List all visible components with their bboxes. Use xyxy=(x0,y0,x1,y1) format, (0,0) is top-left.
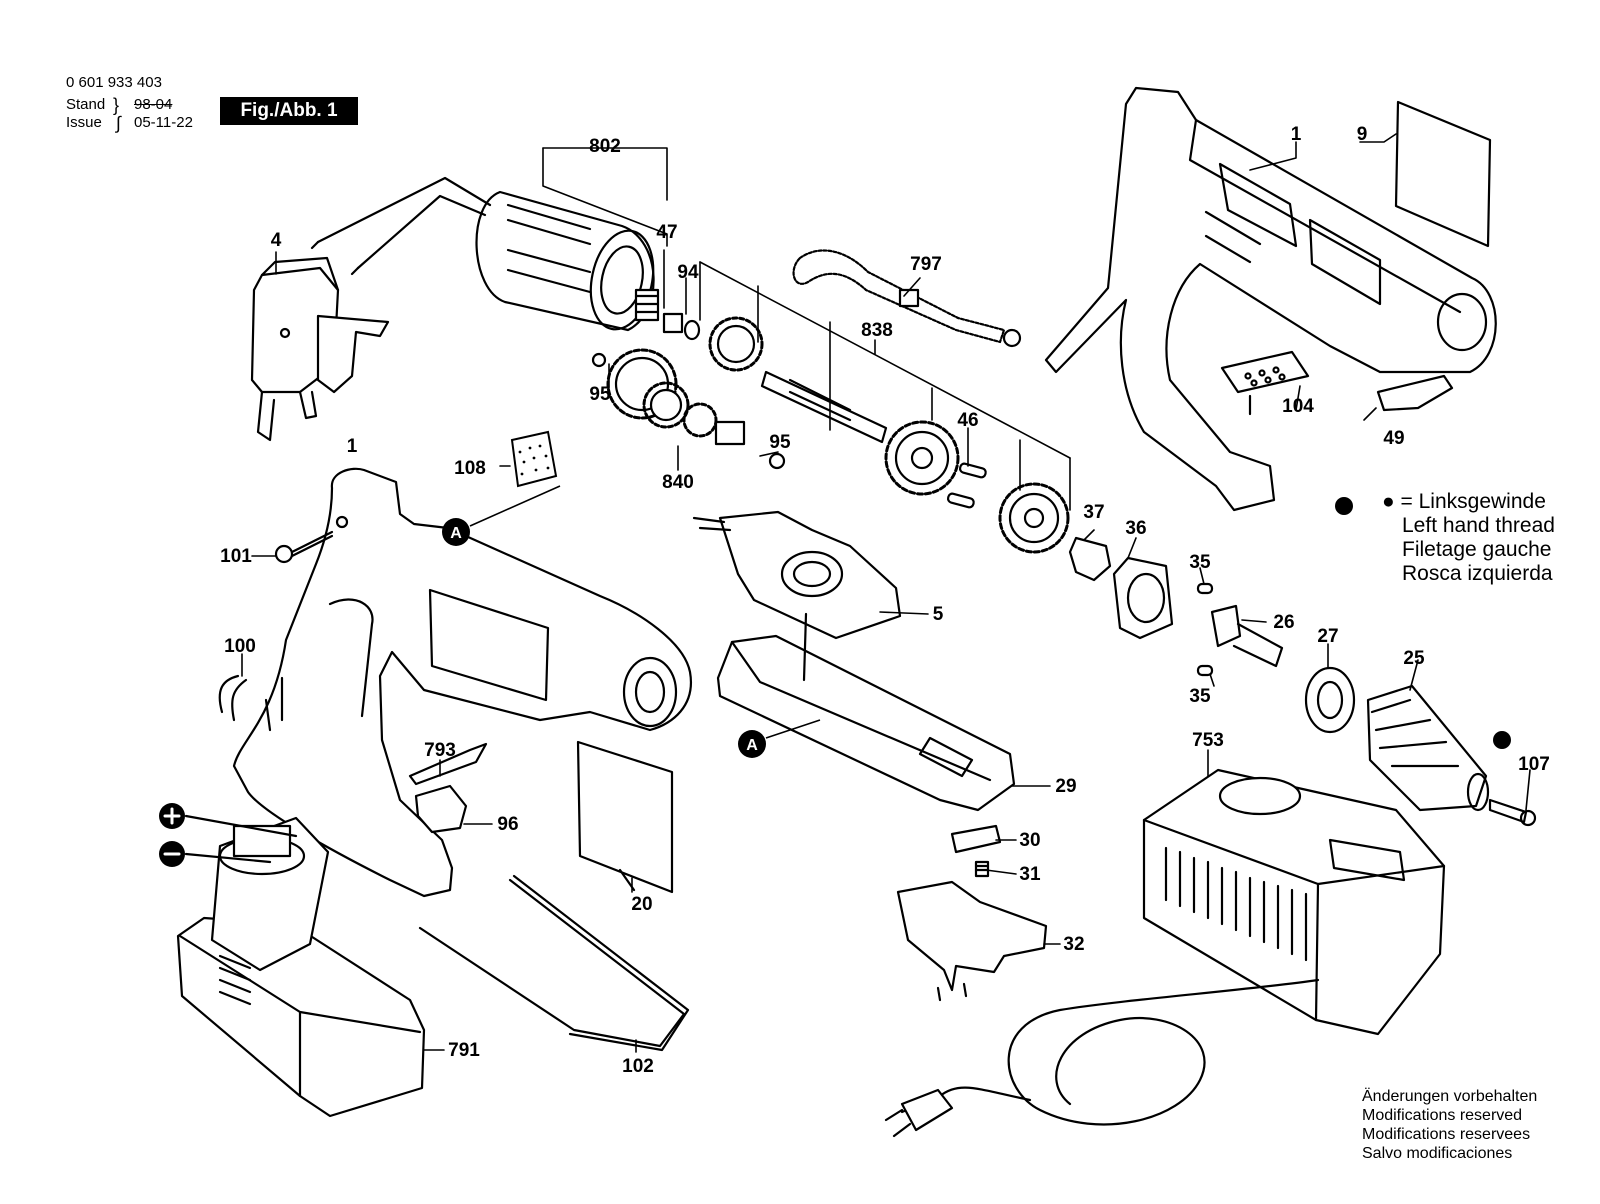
polarity-glyphs xyxy=(163,807,181,856)
bit-793 xyxy=(408,742,488,786)
callout-101: 101 xyxy=(220,546,252,567)
modifications-es: Salvo modificaciones xyxy=(1362,1145,1513,1162)
bit-holder-96 xyxy=(414,784,468,834)
part-number: 0 601 933 403 xyxy=(66,74,162,91)
callout-797: 797 xyxy=(910,254,942,275)
issue-label: Issue xyxy=(66,114,102,131)
callout-802: 802 xyxy=(589,136,621,157)
contact-plate-104 xyxy=(1220,350,1310,416)
callout-9: 9 xyxy=(1357,124,1368,145)
callout-35-lower: 35 xyxy=(1189,686,1211,707)
callout-36: 36 xyxy=(1125,518,1146,539)
figure-label: Fig./Abb. 1 xyxy=(220,97,358,125)
callout-31: 31 xyxy=(1019,864,1041,885)
callout-1-left: 1 xyxy=(347,436,358,457)
housing-left-1 xyxy=(232,467,693,898)
callout-793: 793 xyxy=(424,740,456,761)
brace-glyph: } xyxy=(113,95,120,115)
callout-95-right: 95 xyxy=(769,432,791,453)
filter-108 xyxy=(510,430,558,488)
leader-lines xyxy=(241,133,1531,1053)
callout-30: 30 xyxy=(1019,830,1040,851)
section-markers xyxy=(442,485,1511,758)
chuck-25 xyxy=(1366,684,1537,827)
callout-100: 100 xyxy=(224,636,256,657)
thread-legend-line-1: ● = Linksgewinde xyxy=(1382,490,1555,514)
modifications-en: Modifications reserved xyxy=(1362,1107,1523,1124)
switch-part xyxy=(250,256,390,442)
housing-right-1 xyxy=(1044,86,1497,512)
thread-legend-de: Linksgewinde xyxy=(1418,490,1546,513)
gearbox-parts xyxy=(946,462,1356,734)
callout-108: 108 xyxy=(454,458,486,479)
spindle-838 xyxy=(760,370,960,496)
contact-holder-32 xyxy=(896,880,1048,1002)
label-20 xyxy=(576,740,674,894)
callout-840: 840 xyxy=(662,472,694,493)
callout-32: 32 xyxy=(1063,934,1084,955)
gear-cluster-840 xyxy=(591,312,786,470)
motor-part xyxy=(310,176,660,332)
belt-797 xyxy=(792,249,1022,348)
thread-legend-fr: Filetage gauche xyxy=(1402,538,1552,561)
callout-labels: 802 47 4 94 797 1 9 838 95 95 840 108 46… xyxy=(220,124,1550,1077)
strap-102 xyxy=(418,874,690,1052)
polarity-leader-lines xyxy=(184,814,298,864)
thread-legend-en: Left hand thread xyxy=(1402,514,1555,537)
stand-value: 98-04 xyxy=(134,96,173,113)
wire-100 xyxy=(218,674,248,722)
callout-94: 94 xyxy=(677,262,699,283)
callout-29: 29 xyxy=(1055,776,1076,797)
switch-slide-5 xyxy=(692,510,902,640)
callout-20: 20 xyxy=(631,894,652,915)
callout-4: 4 xyxy=(271,230,282,251)
issue-value: 05-11-22 xyxy=(134,114,193,131)
slider-49 xyxy=(1376,374,1454,412)
callout-26: 26 xyxy=(1273,612,1294,633)
nameplate-9 xyxy=(1394,100,1492,248)
callout-27: 27 xyxy=(1317,626,1338,647)
thread-legend-es: Rosca izquierda xyxy=(1402,562,1553,585)
screw-101 xyxy=(274,530,334,564)
cover-29 xyxy=(716,612,1016,812)
modifications-fr: Modifications reservees xyxy=(1362,1126,1531,1143)
callout-47: 47 xyxy=(656,222,677,243)
battery-791 xyxy=(176,816,426,1118)
section-marker-a-lower: A xyxy=(746,737,758,754)
callout-96: 96 xyxy=(497,814,518,835)
spring-31 xyxy=(974,860,990,878)
callout-1-right: 1 xyxy=(1291,124,1302,145)
callout-104: 104 xyxy=(1282,396,1314,417)
modifications-note: Änderungen vorbehalten Modifications res… xyxy=(1362,1087,1537,1163)
callout-838: 838 xyxy=(861,320,893,341)
brace-glyph-lower: ∫ xyxy=(116,113,121,133)
modifications-de: Änderungen vorbehalten xyxy=(1362,1088,1538,1105)
callout-49: 49 xyxy=(1383,428,1404,449)
part-30 xyxy=(950,824,1002,854)
callout-107: 107 xyxy=(1518,754,1550,775)
section-marker-letters: A A xyxy=(450,525,758,754)
thread-legend: ● = Linksgewinde Left hand thread Fileta… xyxy=(1382,490,1555,586)
callout-95-left: 95 xyxy=(589,384,611,405)
power-cord xyxy=(884,978,1320,1138)
callout-37: 37 xyxy=(1083,502,1104,523)
section-marker-a-upper: A xyxy=(450,525,462,542)
callout-25: 25 xyxy=(1403,648,1425,669)
thread-legend-symbol: ● = xyxy=(1382,490,1419,513)
charger-753 xyxy=(1142,768,1446,1036)
callout-5: 5 xyxy=(933,604,944,625)
callout-791: 791 xyxy=(448,1040,480,1061)
callout-46: 46 xyxy=(957,410,978,431)
callout-35-upper: 35 xyxy=(1189,552,1211,573)
stand-label: Stand xyxy=(66,96,106,113)
callout-102: 102 xyxy=(622,1056,654,1077)
callout-753: 753 xyxy=(1192,730,1224,751)
